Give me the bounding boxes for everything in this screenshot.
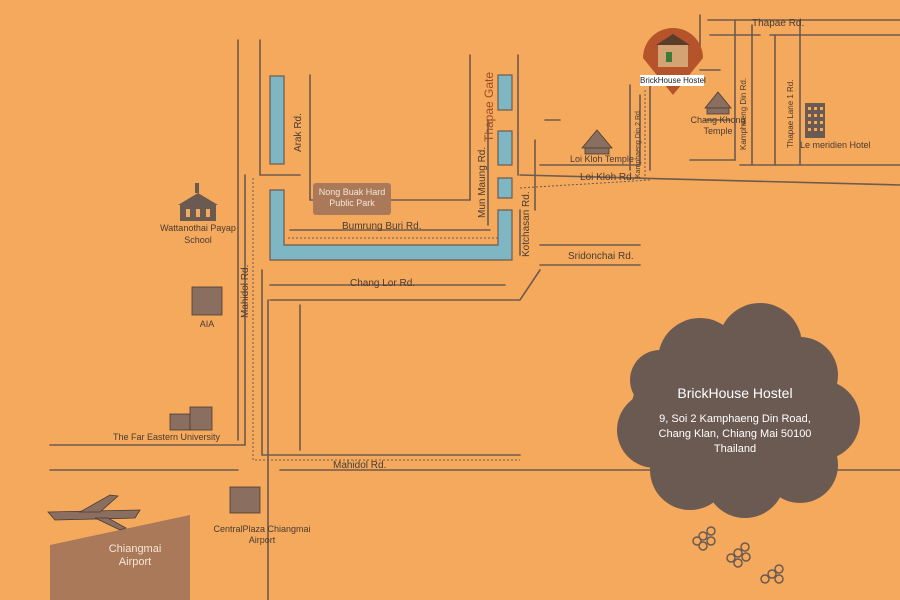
office-building-icon: [191, 286, 223, 316]
road-label-kamphaeng-din: Kamphaeng Din Rd.: [739, 77, 748, 150]
info-cloud-title: BrickHouse Hostel: [677, 385, 793, 401]
airplane-icon: [47, 494, 141, 531]
road-label-chang-lor: Chang Lor Rd.: [350, 278, 416, 289]
far-eastern-label: The Far Eastern University: [113, 432, 221, 442]
brickhouse-marker-label[interactable]: BrickHouse Hostel: [640, 76, 706, 85]
road-label-kotchasan: Kotchasan Rd.: [521, 191, 532, 257]
office-building-icon: [229, 486, 261, 514]
school-label: Wattanothai Payap School: [160, 223, 236, 245]
hotel-icon: [805, 103, 825, 138]
info-cloud-address-line3: Thailand: [713, 443, 757, 455]
road-label-mun-maung: Mun Maung Rd.: [477, 146, 488, 218]
road-label-thapae-lane-1: Thapae Lane 1 Rd.: [786, 79, 795, 149]
temple-icon: [581, 129, 613, 155]
info-cloud: [617, 303, 860, 518]
info-cloud-address-line2: Chang Klan, Chiang Mai 50100: [658, 428, 812, 440]
centralplaza-label: CentralPlaza Chiangmai Airport: [213, 524, 311, 545]
temple-icon: [704, 91, 732, 115]
moat: [269, 74, 513, 261]
airport-label: Chiangmai Airport: [108, 543, 162, 568]
road-label-mahidol-vertical: Mahidol Rd.: [240, 264, 251, 318]
cloud-trail: [692, 526, 784, 584]
aia-label: AIA: [199, 319, 215, 329]
info-cloud-address-line1: 9, Soi 2 Kamphaeng Din Road,: [659, 413, 811, 425]
road-label-sridonchai: Sridonchai Rd.: [568, 251, 634, 262]
road-label-arak: Arak Rd.: [293, 113, 304, 152]
office-building-icon: [169, 406, 213, 431]
road-label-loi-kloh: Loi Kloh Rd.: [580, 172, 635, 183]
road-label-bumrung-buri: Bumrung Buri Rd.: [342, 221, 422, 232]
park-label: Nong Buak Hard Public Park: [318, 187, 386, 208]
location-pin-icon[interactable]: [640, 28, 704, 95]
road-label-thapae-gate: Thapae Gate: [482, 71, 496, 142]
road-label-kamphaeng-din-2: Kamphaeng Din 2 Rd.: [635, 109, 642, 178]
airport-block: [50, 515, 190, 600]
road-label-thapae: Thapae Rd.: [752, 18, 805, 29]
le-meridien-label: Le meridien Hotel: [800, 140, 871, 150]
chang-khong-temple-label: Chang Khong Temple: [690, 115, 746, 136]
loi-kloh-temple-label: Loi Kloh Temple: [570, 154, 634, 164]
school-icon: [178, 183, 218, 221]
park-block: [313, 183, 391, 215]
road-label-mahidol: Mahidol Rd.: [333, 460, 387, 471]
